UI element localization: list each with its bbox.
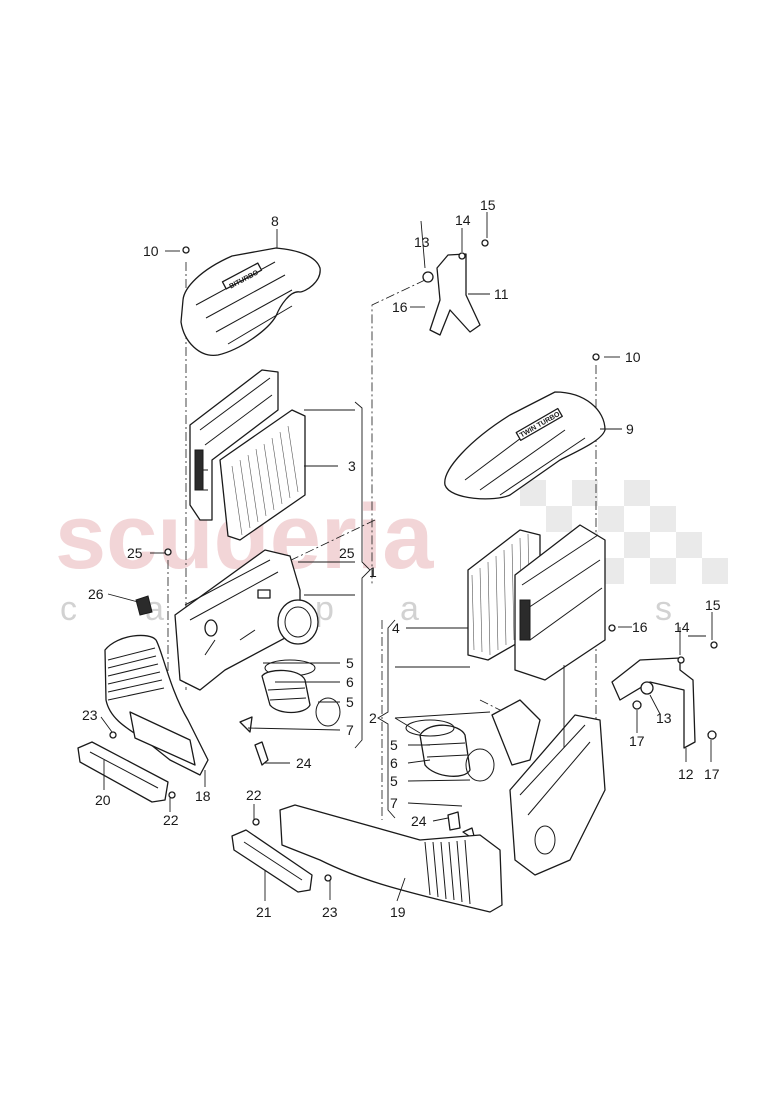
intake-duct-right: [279, 804, 503, 913]
watermark-sub-4: p: [315, 590, 334, 628]
seal-frame-left: [77, 741, 169, 803]
callout-16-right: 16: [632, 619, 648, 635]
callout-7-left: 7: [346, 722, 354, 738]
callout-2: 2: [369, 710, 377, 726]
callout-5-left-a: 5: [346, 655, 354, 671]
callout-25-right: 25: [339, 545, 355, 561]
watermark-sub-8: s: [655, 590, 672, 628]
air-filter-left: [189, 369, 306, 541]
callout-15-right: 15: [705, 597, 721, 613]
callout-8: 8: [271, 213, 279, 229]
callout-21: 21: [256, 904, 272, 920]
callout-22-left: 22: [163, 812, 179, 828]
callout-24-right: 24: [411, 813, 427, 829]
callout-14-top: 14: [455, 212, 471, 228]
callout-5-left-b: 5: [346, 694, 354, 710]
callout-26: 26: [88, 586, 104, 602]
fasteners-right: [481, 239, 718, 649]
checker-flag-watermark: [520, 480, 728, 584]
filter-housing-left: [174, 549, 319, 691]
watermark-sub-1: c: [60, 590, 77, 628]
engine-cover-left: BITURBO: [180, 247, 321, 356]
callout-17-left: 17: [629, 733, 645, 749]
callout-22-right: 22: [246, 787, 262, 803]
leader-lines: [100, 212, 713, 902]
filter-housing-right: [491, 699, 606, 876]
callout-11: 11: [494, 286, 509, 302]
callout-23-right: 23: [322, 904, 338, 920]
callout-13-top: 13: [414, 234, 430, 250]
watermark-sub-5: a: [400, 590, 419, 628]
callout-18: 18: [195, 788, 211, 804]
callout-23-left: 23: [82, 707, 98, 723]
callout-20: 20: [95, 792, 111, 808]
callout-16-top: 16: [392, 299, 408, 315]
callout-17-right: 17: [704, 766, 720, 782]
bracket-right: [611, 656, 717, 749]
coupler-left: [239, 659, 341, 733]
callout-13-right: 13: [656, 710, 672, 726]
callout-5-right-a: 5: [390, 737, 398, 753]
callout-4: 4: [392, 620, 400, 636]
engine-cover-right: TWIN TURBO: [444, 391, 606, 500]
callout-10-left: 10: [143, 243, 159, 259]
callout-12: 12: [678, 766, 694, 782]
callout-3: 3: [348, 458, 356, 474]
callout-15-top: 15: [480, 197, 496, 213]
callouts: 10 8 3 25 1 25 26 5 6 5 7 24 23 20 18 22…: [82, 197, 721, 920]
intake-duct-left: [104, 634, 209, 776]
seal-frame-right: [231, 829, 313, 893]
callout-24-left: 24: [296, 755, 312, 771]
watermark-sub-2: a: [145, 590, 164, 628]
callout-14-right: 14: [674, 619, 690, 635]
callout-6-left: 6: [346, 674, 354, 690]
fasteners-left: [109, 246, 332, 882]
callout-5-right-b: 5: [390, 773, 398, 789]
coupler-right: [405, 719, 495, 841]
callout-19: 19: [390, 904, 406, 920]
sensor-left: [254, 741, 269, 766]
watermark: scuderia c a r p a r t s: [55, 480, 728, 628]
callout-1: 1: [369, 564, 377, 580]
callout-6-right: 6: [390, 755, 398, 771]
clip-left: [135, 595, 153, 616]
callout-9: 9: [626, 421, 634, 437]
callout-25-left: 25: [127, 545, 143, 561]
bracket-top: [422, 252, 481, 336]
callout-7-right: 7: [390, 795, 398, 811]
air-filter-right: [467, 524, 606, 681]
callout-10-right: 10: [625, 349, 641, 365]
